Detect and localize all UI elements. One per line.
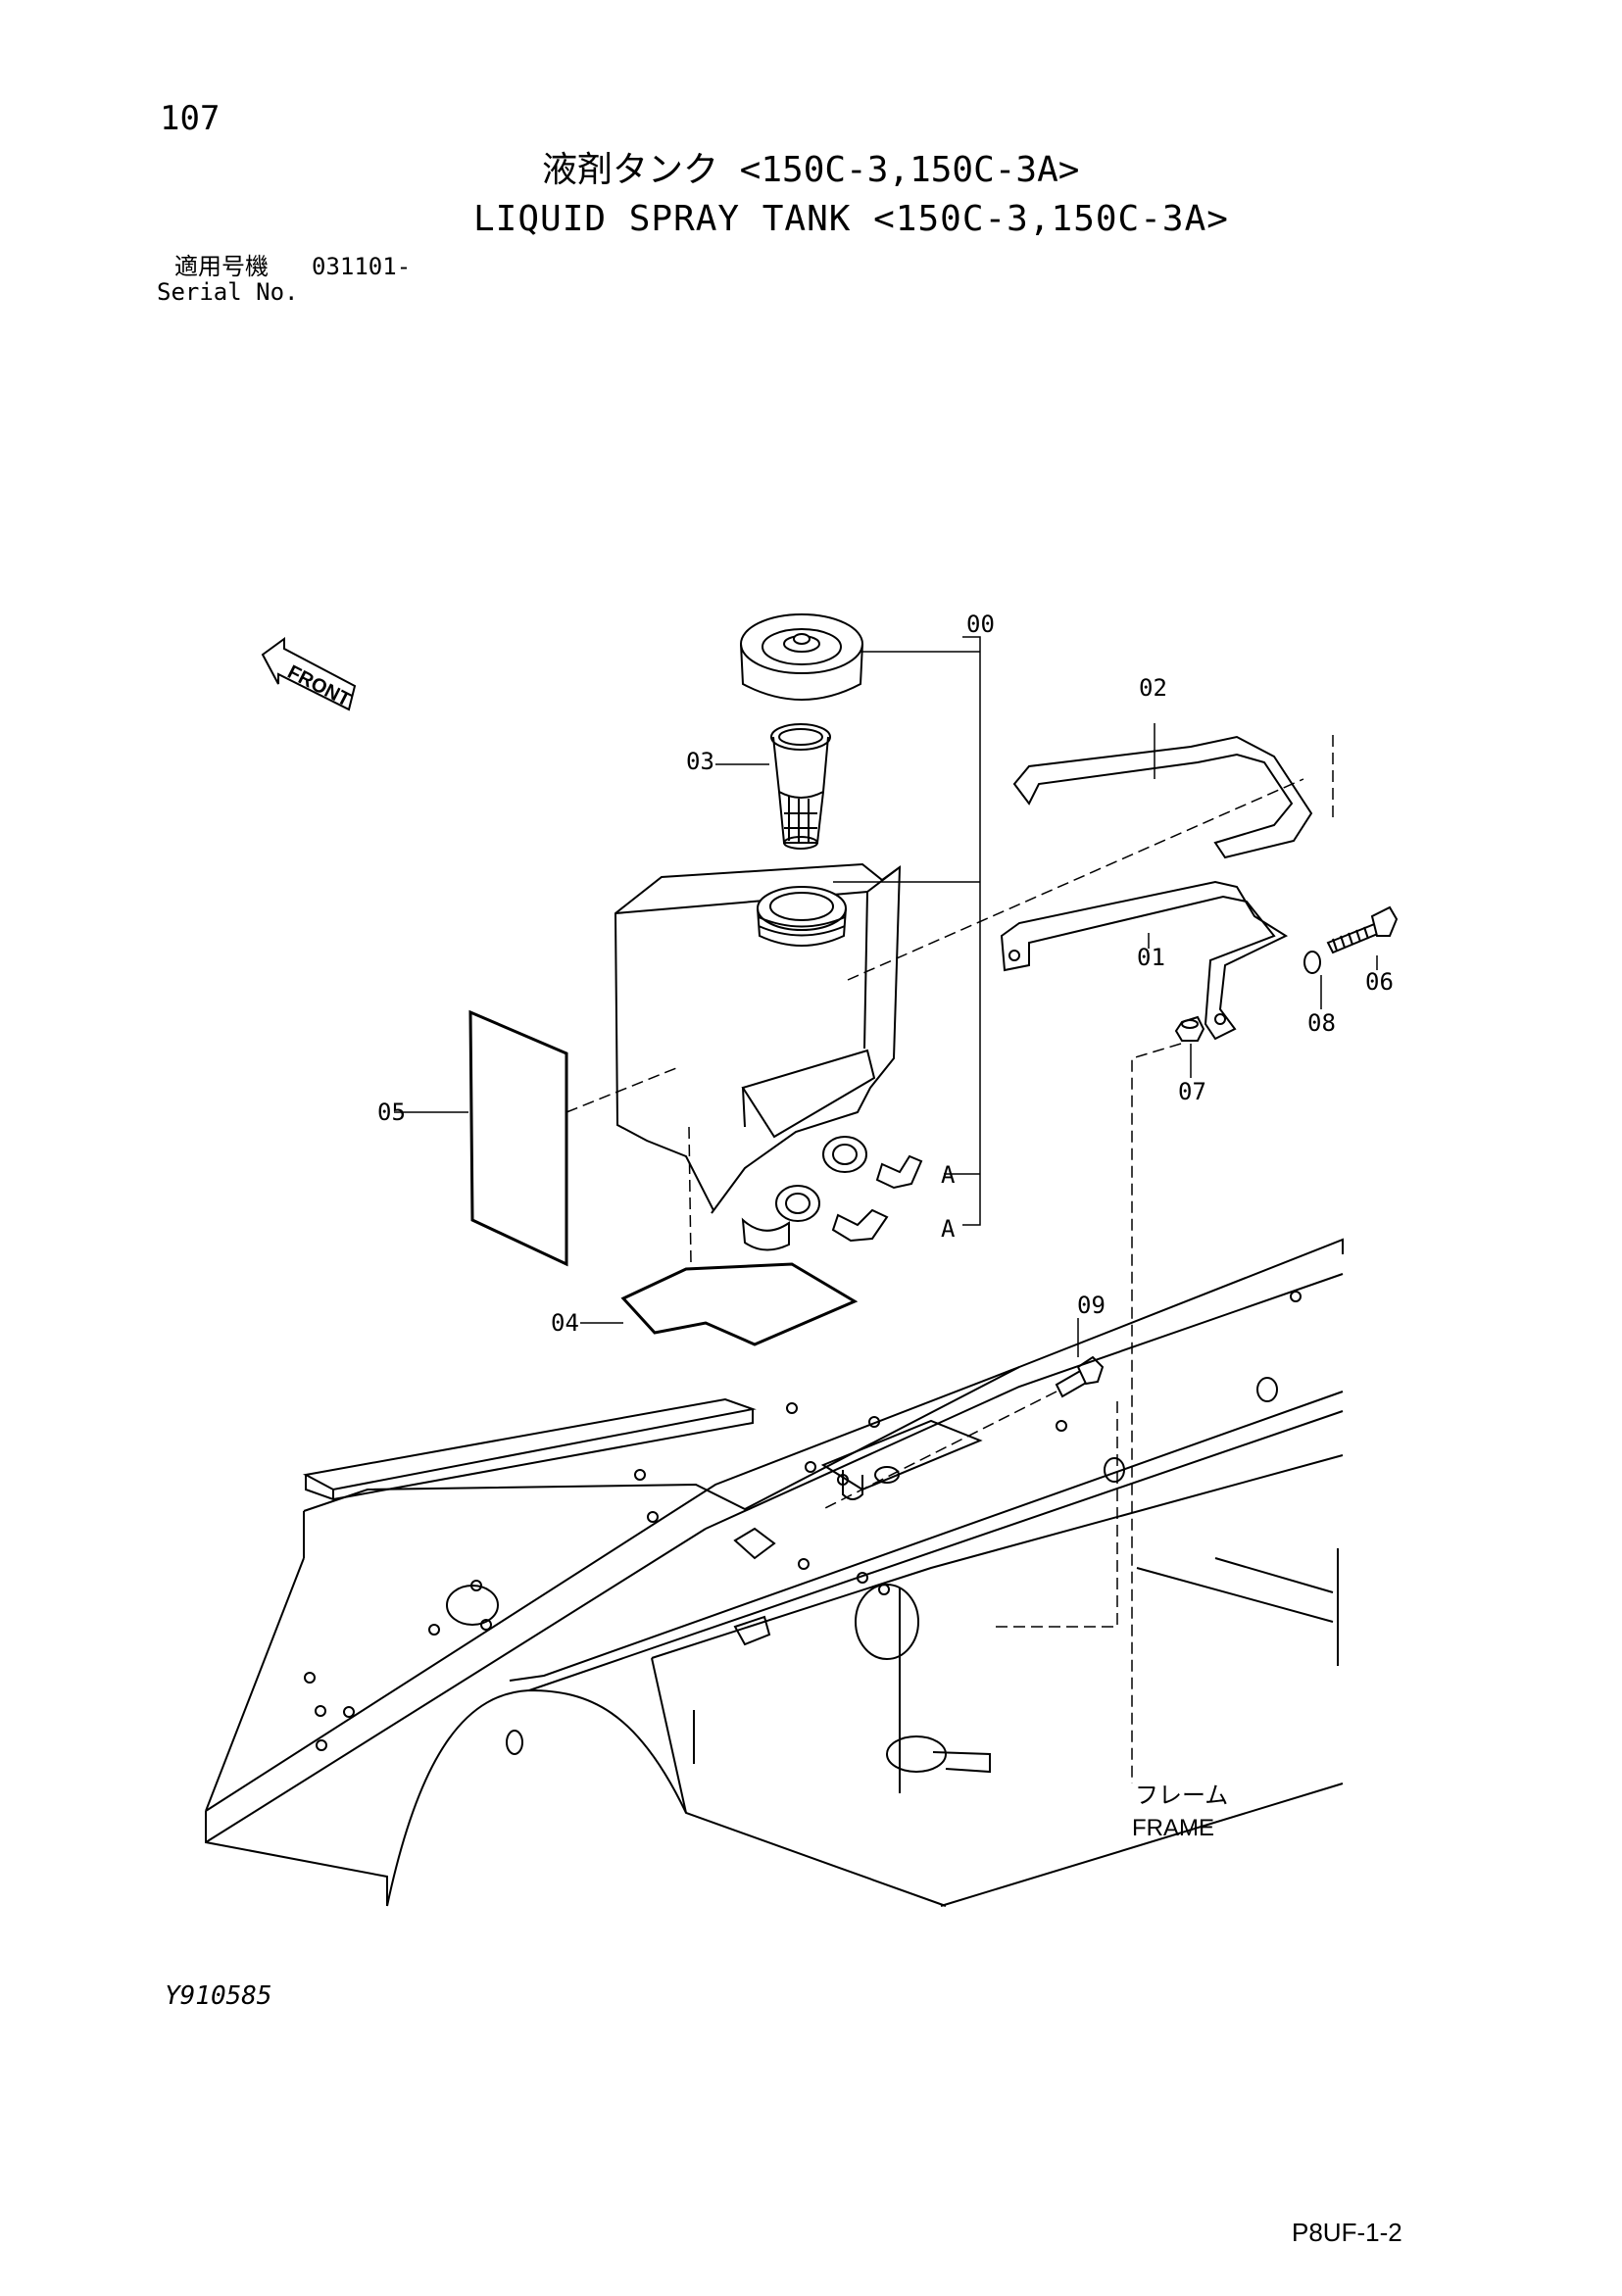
leader-lines [394,636,1378,1357]
callout-labels: 00 01 02 03 04 05 06 07 08 09 A A [377,611,1394,1337]
bolt-06 [1326,905,1399,954]
page-number: 107 [160,99,221,138]
serial-label-english: Serial No. [157,278,299,306]
strainer [770,723,831,850]
machine-frame [205,1238,1344,1907]
serial-label-japanese: 適用号機 [174,253,269,280]
callout-00: 00 [966,611,995,638]
hidden-lines [565,735,1334,1783]
frame-label-japanese: フレーム [1135,1782,1229,1809]
callout-01: 01 [1137,944,1165,971]
tank-band-upper [1012,735,1313,859]
figure-id: Y910585 [165,1981,272,2011]
callout-02: 02 [1139,674,1167,702]
page-code: P8UF-1-2 [1292,2218,1402,2247]
rubber-pad-side [468,1009,568,1267]
rubber-pad-bottom [620,1262,859,1346]
connector-label-a-upper: A [941,1161,956,1189]
title-english: LIQUID SPRAY TANK <150C-3,150C-3A> [473,199,1229,239]
bolt-09 [1055,1355,1105,1398]
washer-08 [1303,951,1321,974]
callout-06: 06 [1365,968,1394,996]
callout-09: 09 [1077,1292,1106,1319]
title-japanese: 液剤タンク <150C-3,150C-3A> [542,150,1080,190]
front-arrow-icon: FRONT [261,637,357,711]
elbow-fitting-lower [831,1208,889,1243]
callout-07: 07 [1178,1078,1206,1105]
tank-cap [740,613,863,701]
elbow-fitting-upper [875,1154,923,1190]
callout-03: 03 [686,748,714,775]
serial-number-value: 031101- [312,253,412,280]
liquid-spray-tank [614,862,902,1251]
connector-label-a-lower: A [941,1215,956,1243]
nut-07 [1174,1015,1205,1042]
callout-04: 04 [551,1309,579,1337]
tank-band-lower [1000,880,1289,1041]
frame-label-english: FRAME [1132,1815,1214,1841]
callout-08: 08 [1307,1009,1336,1037]
callout-05: 05 [377,1099,406,1126]
